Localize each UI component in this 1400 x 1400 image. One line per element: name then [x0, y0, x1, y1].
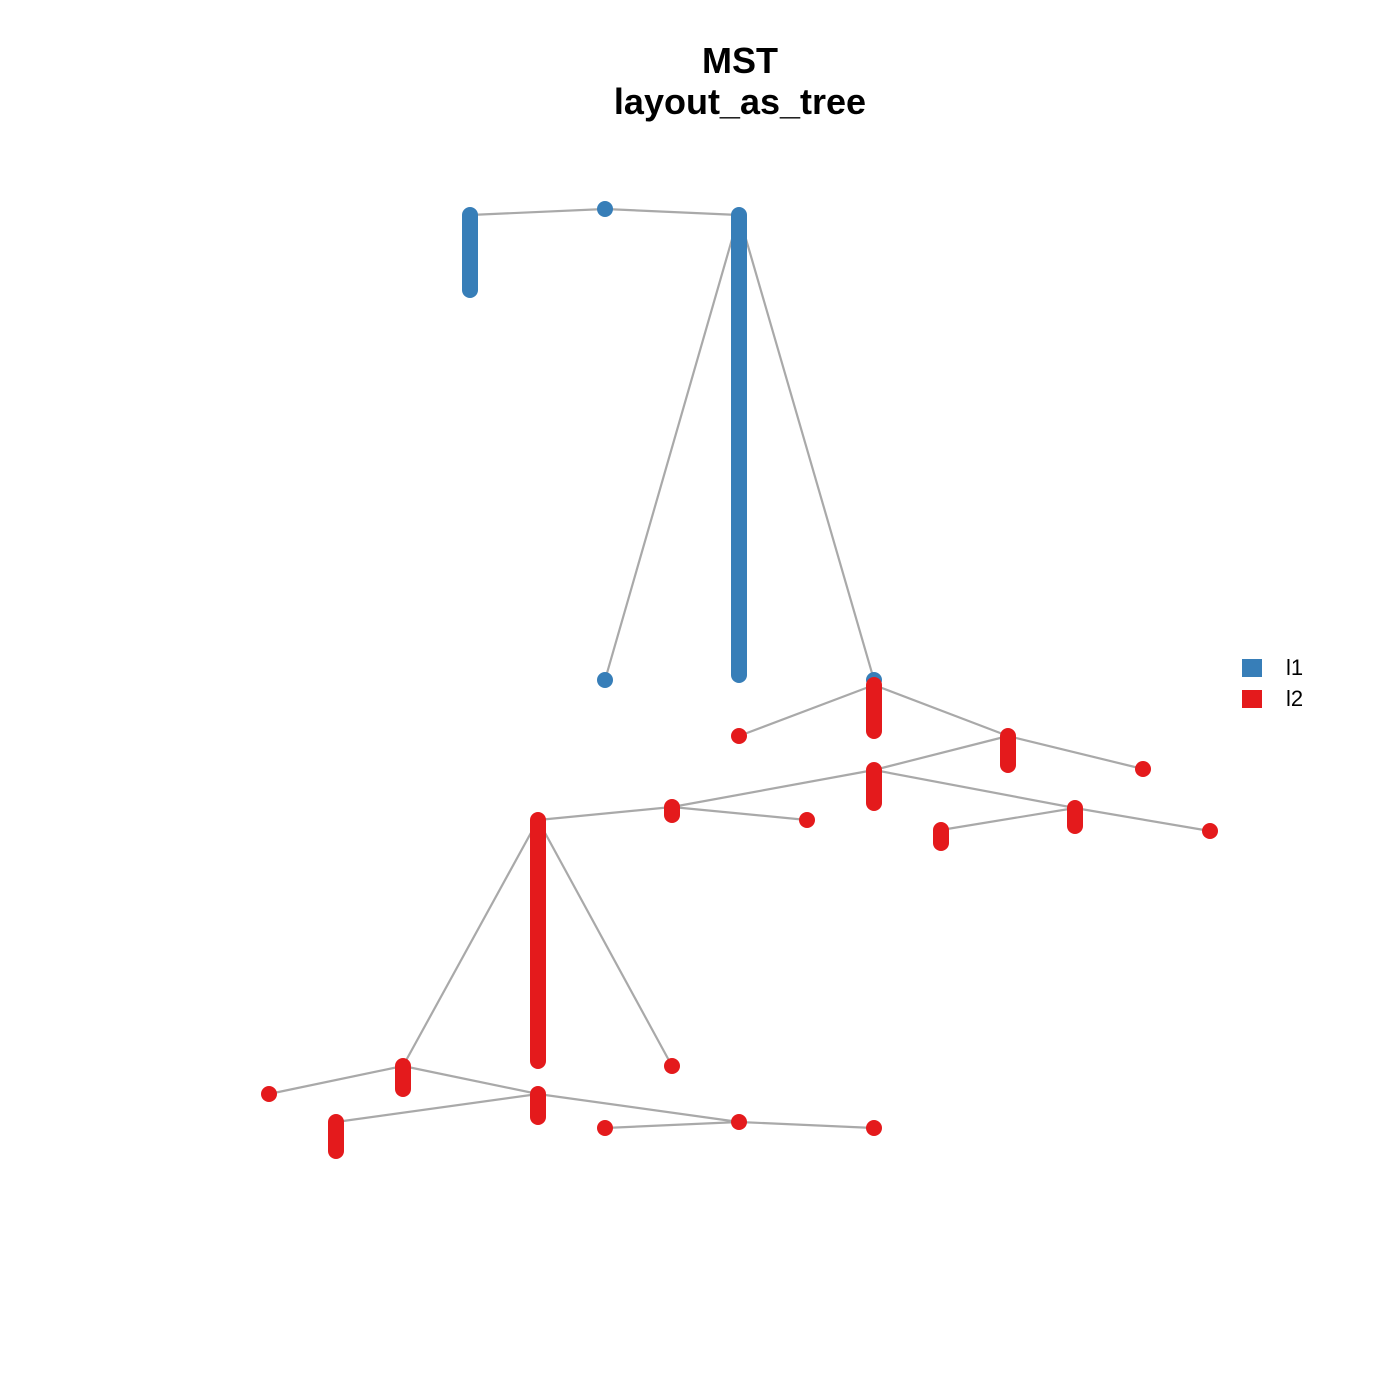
node-stack: [462, 207, 478, 298]
edge-r_a-r_b: [873, 683, 1009, 738]
edge-b_top-b_left: [469, 207, 606, 217]
node-stack: [664, 799, 680, 823]
edge-r_b-r_b_right: [1007, 734, 1144, 771]
edge-r_d-r_trunk: [537, 805, 673, 822]
node-cluster-r_k_left: [597, 1120, 613, 1136]
node: [664, 1058, 680, 1074]
node: [799, 812, 815, 828]
edge-r_a-r_a_left: [738, 683, 875, 738]
node-cluster-b_left: [462, 207, 478, 298]
node-cluster-r_b: [1000, 728, 1016, 773]
edge-b_trunk-b_low_left: [603, 214, 741, 681]
node-cluster-r_g_right: [664, 1058, 680, 1074]
legend-swatch-l1: [1242, 658, 1262, 677]
node-stack: [866, 762, 882, 811]
node-cluster-b_low_left: [597, 672, 613, 688]
node-cluster-r_d_right: [799, 812, 815, 828]
edge-r_d-r_d_right: [671, 805, 808, 822]
node-stack: [395, 1058, 411, 1097]
edge-r_c-r_e: [873, 768, 1076, 810]
edge-b_trunk-b_low_right: [737, 214, 876, 681]
node-cluster-r_e: [1067, 800, 1083, 834]
node-cluster-r_f: [933, 822, 949, 851]
node-cluster-b_top: [597, 201, 613, 217]
node-stack: [866, 677, 882, 739]
edge-r_i-r_k: [537, 1092, 740, 1124]
node-stack: [530, 1086, 546, 1125]
edge-r_h-r_h_left: [268, 1064, 404, 1096]
edge-r_i-r_j: [335, 1092, 539, 1124]
node-cluster-r_a_left: [731, 728, 747, 744]
node: [731, 728, 747, 744]
legend: l1 l2: [1242, 652, 1303, 714]
legend-swatch-l2: [1242, 689, 1262, 708]
node-stack: [530, 812, 546, 1069]
node-stack: [731, 207, 747, 683]
node-cluster-r_a: [866, 677, 882, 739]
edge-layer: [268, 207, 1211, 1130]
node-cluster-r_h_left: [261, 1086, 277, 1102]
node: [597, 201, 613, 217]
legend-label-l1: l1: [1286, 654, 1304, 680]
node: [1135, 761, 1151, 777]
node: [261, 1086, 277, 1102]
edge-r_k-r_k_left: [604, 1120, 740, 1130]
node: [597, 672, 613, 688]
node: [597, 1120, 613, 1136]
node: [866, 1120, 882, 1136]
node: [1202, 823, 1218, 839]
node-cluster-r_d: [664, 799, 680, 823]
node-cluster-r_j: [328, 1114, 344, 1159]
node-cluster-r_i: [530, 1086, 546, 1125]
node: [731, 1114, 747, 1130]
edge-r_trunk-r_g_right: [537, 819, 673, 1067]
node-cluster-b_trunk: [731, 207, 747, 683]
edge-r_e-r_e_right: [1074, 806, 1211, 833]
node-stack: [328, 1114, 344, 1159]
node-cluster-r_k: [731, 1114, 747, 1130]
node-stack: [1067, 800, 1083, 834]
node-stack: [933, 822, 949, 851]
node-cluster-r_b_right: [1135, 761, 1151, 777]
legend-item-l2: l2: [1242, 683, 1303, 714]
legend-label-l2: l2: [1286, 685, 1304, 711]
edge-r_h-r_i: [402, 1064, 539, 1096]
edge-r_c-r_d: [671, 768, 875, 809]
node-cluster-r_c: [866, 762, 882, 811]
edge-r_k-r_k_right: [738, 1120, 875, 1130]
edge-b_top-b_trunk: [604, 207, 740, 217]
node-cluster-r_h: [395, 1058, 411, 1097]
edge-r_b-r_c: [873, 734, 1009, 772]
legend-item-l1: l1: [1242, 652, 1303, 683]
node-layer: [261, 201, 1218, 1159]
node-cluster-r_k_right: [866, 1120, 882, 1136]
edge-r_trunk-r_h: [402, 819, 539, 1067]
node-stack: [1000, 728, 1016, 773]
node-cluster-r_trunk: [530, 812, 546, 1069]
edge-r_e-r_f: [940, 806, 1076, 832]
node-cluster-r_e_right: [1202, 823, 1218, 839]
